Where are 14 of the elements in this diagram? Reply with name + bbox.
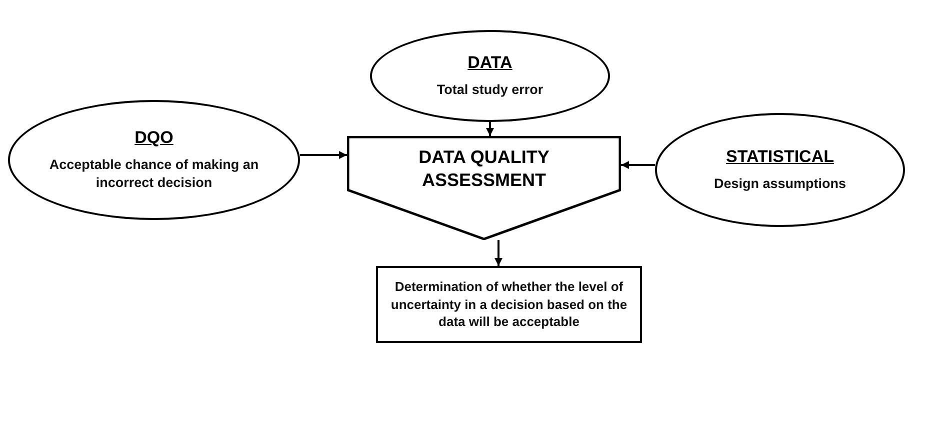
process-box <box>376 266 642 343</box>
node-text: Determination of whether the level of uncertainty in a decision based on the data will be acceptable <box>390 278 628 331</box>
pentagon-node <box>347 136 621 240</box>
node-heading: DATA <box>468 53 512 74</box>
node-text: Design assumptions <box>714 175 846 193</box>
node-title: DATA QUALITY ASSESSMENT <box>418 146 550 192</box>
arrow <box>621 161 655 169</box>
node-text: Acceptable chance of making an incorrect decision <box>48 156 260 192</box>
node-heading: DQO <box>134 128 174 148</box>
arrow <box>300 151 347 159</box>
node-text: Total study error <box>436 81 544 99</box>
arrow <box>486 122 494 136</box>
arrow <box>494 240 502 266</box>
node-heading: STATISTICAL <box>726 147 834 168</box>
